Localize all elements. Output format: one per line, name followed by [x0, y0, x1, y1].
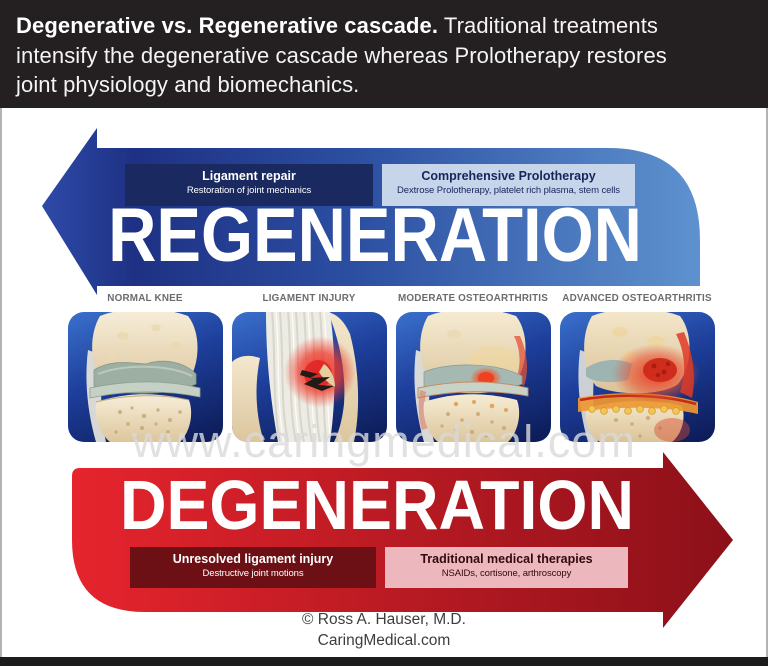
- ligament-repair-subtitle: Restoration of joint mechanics: [186, 184, 312, 196]
- unresolved-ligament-injury-subtitle: Destructive joint motions: [202, 567, 304, 579]
- ligament-repair-title: Ligament repair: [202, 169, 296, 183]
- panel-normal-knee: [68, 312, 223, 442]
- knee-illustration-ligament-injury: [232, 312, 359, 442]
- stage-label-ligament-injury: LIGAMENT INJURY: [262, 292, 356, 304]
- panel-ligament-injury: [232, 312, 387, 442]
- unresolved-ligament-injury-title: Unresolved ligament injury: [172, 552, 334, 566]
- stage-label-normal-knee: NORMAL KNEE: [107, 292, 183, 304]
- comprehensive-prolotherapy-title: Comprehensive Prolotherapy: [421, 169, 596, 183]
- title-banner: Degenerative vs. Regenerative cascade. T…: [0, 0, 768, 108]
- bottom-bar: [0, 657, 768, 666]
- panel-advanced-osteoarthritis: [560, 312, 715, 442]
- banner-title-rest: Traditional treatments intensify the deg…: [16, 13, 667, 98]
- traditional-therapies-box: Traditional medical therapies NSAIDs, co…: [385, 547, 628, 588]
- degeneration-label: DEGENERATION: [119, 466, 635, 544]
- traditional-therapies-subtitle: NSAIDs, cortisone, arthroscopy: [441, 567, 572, 579]
- stage-label-moderate-osteoarthritis: MODERATE OSTEOARTHRITIS: [397, 292, 548, 304]
- unresolved-ligament-injury-box: Unresolved ligament injury Destructive j…: [130, 547, 376, 588]
- regeneration-label: REGENERATION: [108, 193, 642, 278]
- panel-moderate-osteoarthritis: [396, 312, 551, 442]
- ligament-repair-box: Ligament repair Restoration of joint mec…: [125, 164, 373, 206]
- comprehensive-prolotherapy-box: Comprehensive Prolotherapy Dextrose Prol…: [382, 164, 635, 206]
- banner-text: Degenerative vs. Regenerative cascade. T…: [16, 11, 708, 100]
- website-line: CaringMedical.com: [317, 632, 451, 649]
- stage-label-advanced-osteoarthritis: ADVANCED OSTEOARTHRITIS: [562, 292, 712, 304]
- banner-title-bold: Degenerative vs. Regenerative cascade.: [16, 13, 439, 38]
- comprehensive-prolotherapy-subtitle: Dextrose Prolotherapy, platelet rich pla…: [397, 184, 620, 196]
- traditional-therapies-title: Traditional medical therapies: [420, 552, 593, 566]
- knee-illustration-advanced-oa: [578, 312, 700, 442]
- knee-illustration-moderate-oa: [414, 312, 529, 442]
- copyright-line: © Ross A. Hauser, M.D.: [302, 611, 466, 628]
- watermark: www.caringmedical.com: [132, 416, 636, 467]
- knee-illustration-normal: [86, 312, 201, 442]
